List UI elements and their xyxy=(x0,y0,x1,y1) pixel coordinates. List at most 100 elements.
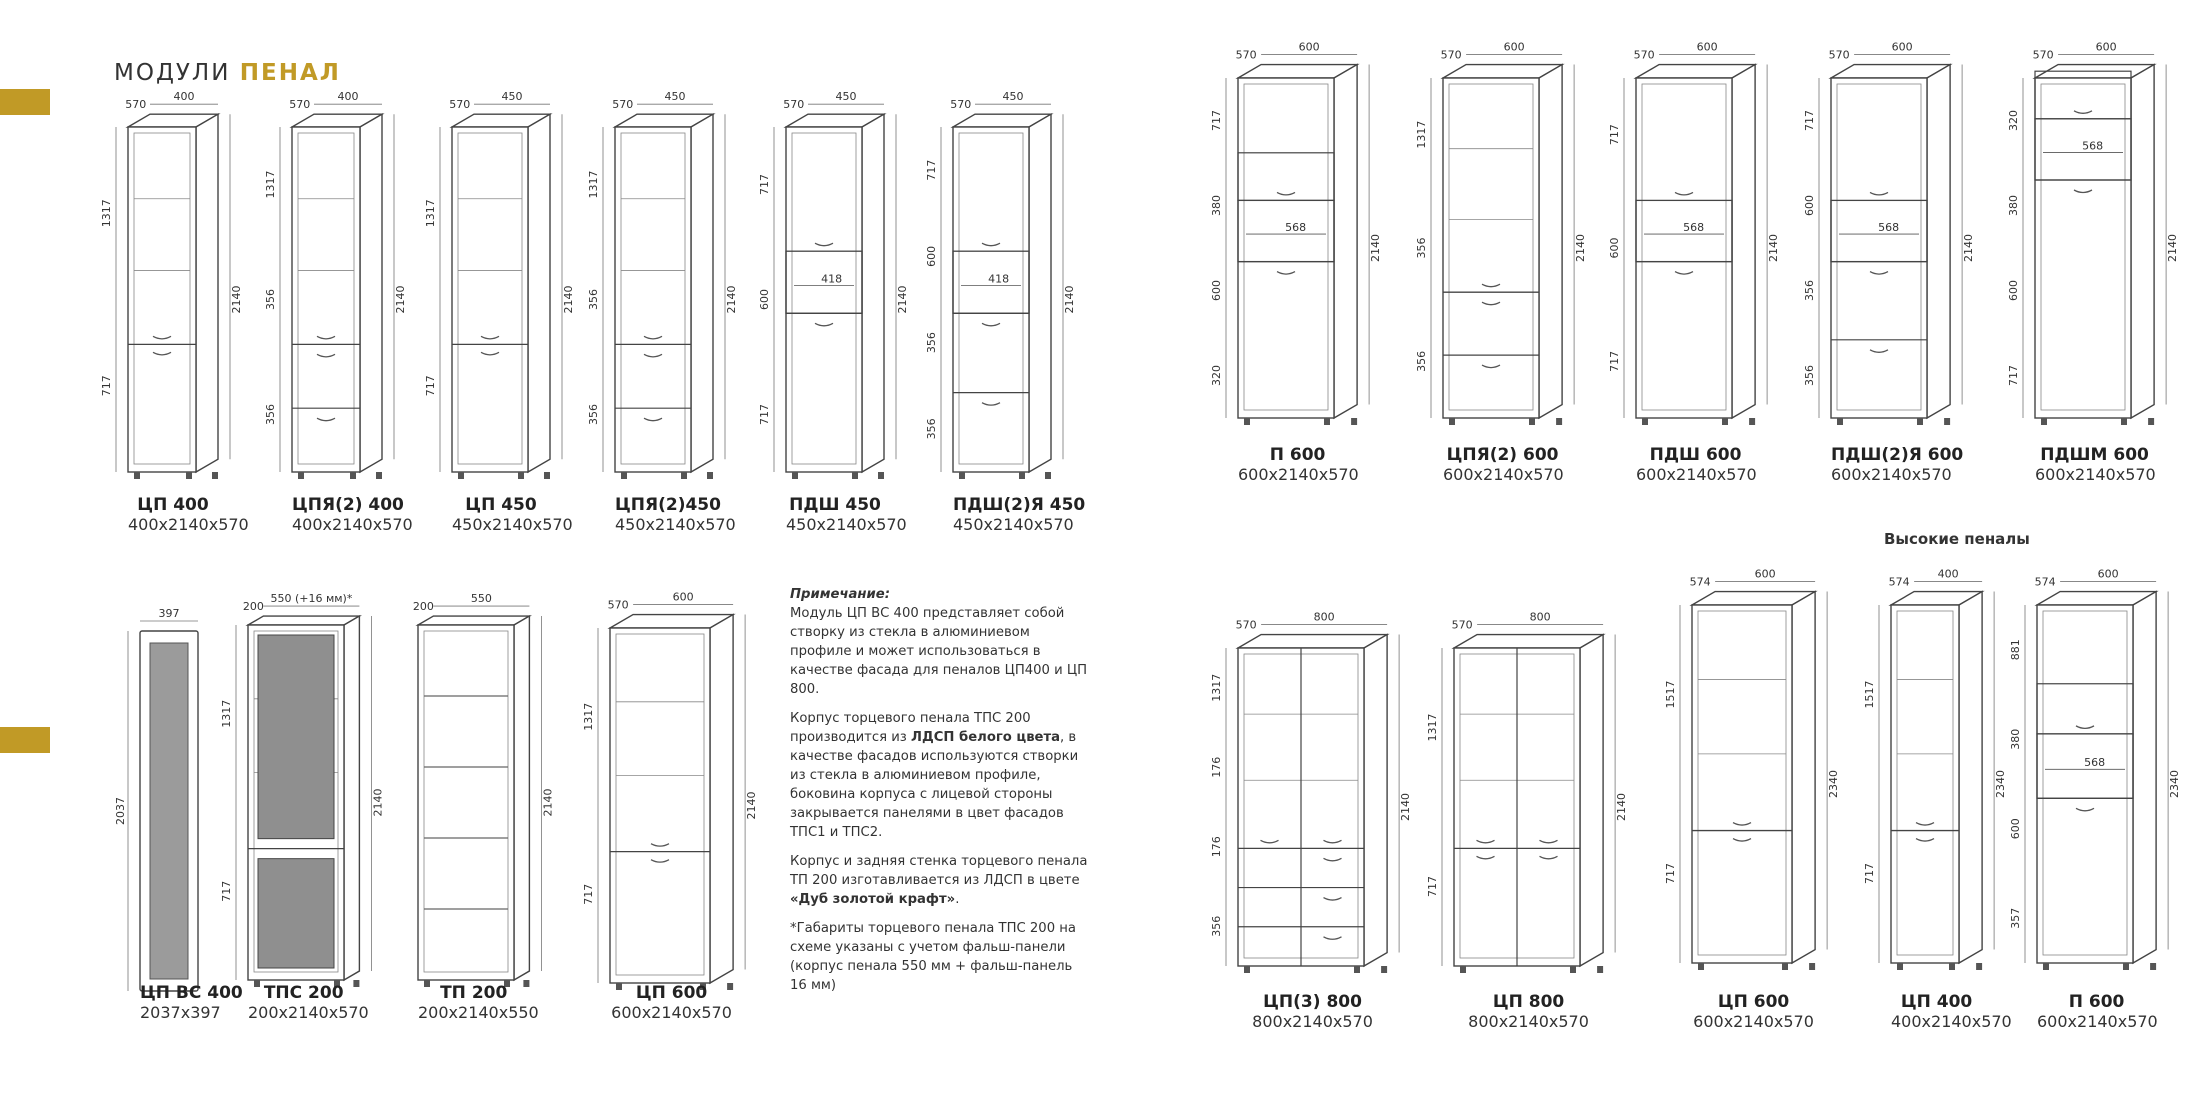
cabinet-leg xyxy=(1597,966,1604,973)
cabinet-size: 800x2140x570 xyxy=(1252,1012,1373,1031)
door-handle xyxy=(1323,857,1342,862)
dimension-depth: 570 xyxy=(2033,49,2054,62)
dimension-section: 356 xyxy=(1210,916,1223,937)
cabinet-leg xyxy=(254,980,260,987)
cabinet-name: ЦП 400 xyxy=(137,495,209,515)
cabinet-leg xyxy=(298,472,304,479)
accent-bar-bottom xyxy=(0,727,50,753)
door-handle xyxy=(2075,807,2095,812)
dimension-section: 717 xyxy=(1608,351,1621,372)
dimension-section: 717 xyxy=(1426,876,1439,897)
cabinet-leg xyxy=(1244,966,1250,973)
cabinet-front xyxy=(417,624,515,981)
cabinet-side xyxy=(1926,63,1951,420)
dimension-section: 717 xyxy=(1210,110,1223,131)
dimension-section: 600 xyxy=(1803,195,1816,216)
dimension-width: 600 xyxy=(2098,568,2119,581)
door-handle xyxy=(814,242,834,247)
cabinet-leg xyxy=(1019,472,1025,479)
cabinet-side xyxy=(1731,63,1756,420)
dimension-depth: 570 xyxy=(1236,619,1257,632)
dimension-width: 600 xyxy=(1299,41,1320,54)
dimension-depth: 574 xyxy=(1690,576,1711,589)
cabinet-side xyxy=(690,112,714,474)
dimension-height: 2140 xyxy=(541,789,554,817)
cabinet-leg xyxy=(1782,963,1788,970)
door-handle xyxy=(650,843,670,847)
cabinet-size: 600x2140x570 xyxy=(1443,465,1564,484)
cabinet-size: 600x2140x570 xyxy=(1238,465,1359,484)
cabinet-leg xyxy=(134,472,140,479)
cabinet-leg xyxy=(959,472,965,479)
cabinet-leg xyxy=(504,980,510,987)
dimension-height: 2140 xyxy=(1615,793,1628,821)
cabinet-front xyxy=(952,126,1030,473)
cabinet-inner xyxy=(1641,83,1727,411)
dimension-width: 600 xyxy=(673,591,694,604)
door-handle xyxy=(152,351,172,356)
cabinet-inner xyxy=(133,132,191,465)
door-handle xyxy=(981,402,1001,406)
cabinet-size: 600x2140x570 xyxy=(2037,1012,2158,1031)
cabinet-inner xyxy=(791,132,857,465)
dimension-width: 400 xyxy=(338,90,359,103)
cabinet-side xyxy=(359,112,383,474)
dimension-height: 2037 xyxy=(114,797,127,825)
dimension-depth: 570 xyxy=(1829,49,1850,62)
dimension-opening: 418 xyxy=(988,272,1009,285)
microwave-niche xyxy=(2034,70,2132,120)
cabinet-size: 200x2140x550 xyxy=(418,1003,539,1022)
page-title: МОДУЛИ ПЕНАЛ xyxy=(114,60,341,86)
dimension-depth: 570 xyxy=(125,98,146,111)
cabinet-inner xyxy=(1896,610,1954,956)
dimension-opening: 568 xyxy=(1878,221,1899,234)
door-handle xyxy=(643,335,663,340)
cabinet-leg xyxy=(350,472,356,479)
dimension-width: 550 (+16 мм)* xyxy=(270,592,352,605)
door-handle xyxy=(1260,839,1279,844)
dimension-section: 1317 xyxy=(1426,714,1439,742)
cabinet-leg xyxy=(544,472,550,479)
cabinet-front xyxy=(2036,604,2134,964)
door-handle xyxy=(643,353,663,358)
dimension-height: 2140 xyxy=(562,286,575,314)
dimension-section: 320 xyxy=(1210,365,1223,386)
dimension-section: 717 xyxy=(220,881,233,902)
dimension-section: 380 xyxy=(2009,729,2022,750)
dimension-section: 356 xyxy=(1415,238,1428,259)
dimension-section: 717 xyxy=(1664,863,1677,884)
dimension-section: 356 xyxy=(1803,280,1816,301)
dimension-section: 1317 xyxy=(220,700,233,728)
cabinet-side xyxy=(1791,590,1816,965)
cabinet-size: 450x2140x570 xyxy=(452,515,573,534)
cabinet-inner xyxy=(615,633,705,976)
cabinet-leg xyxy=(353,980,360,987)
dimension-section: 320 xyxy=(2007,110,2020,131)
dimension-opening: 568 xyxy=(1285,221,1306,234)
door-handle xyxy=(643,417,663,422)
door-handle xyxy=(316,353,336,358)
cabinet-leg xyxy=(1449,418,1455,425)
cabinet-size: 450x2140x570 xyxy=(953,515,1074,534)
door-handle xyxy=(981,322,1001,327)
dimension-section: 717 xyxy=(1608,124,1621,145)
cabinet-side xyxy=(1579,633,1604,968)
cabinet-leg xyxy=(2150,963,2157,970)
microwave-niche xyxy=(1237,152,1335,202)
cabinet-size: 400x2140x570 xyxy=(292,515,413,534)
dimension-height: 2140 xyxy=(1574,234,1587,262)
dimension-section: 600 xyxy=(1608,238,1621,259)
dimension-depth: 570 xyxy=(1452,619,1473,632)
